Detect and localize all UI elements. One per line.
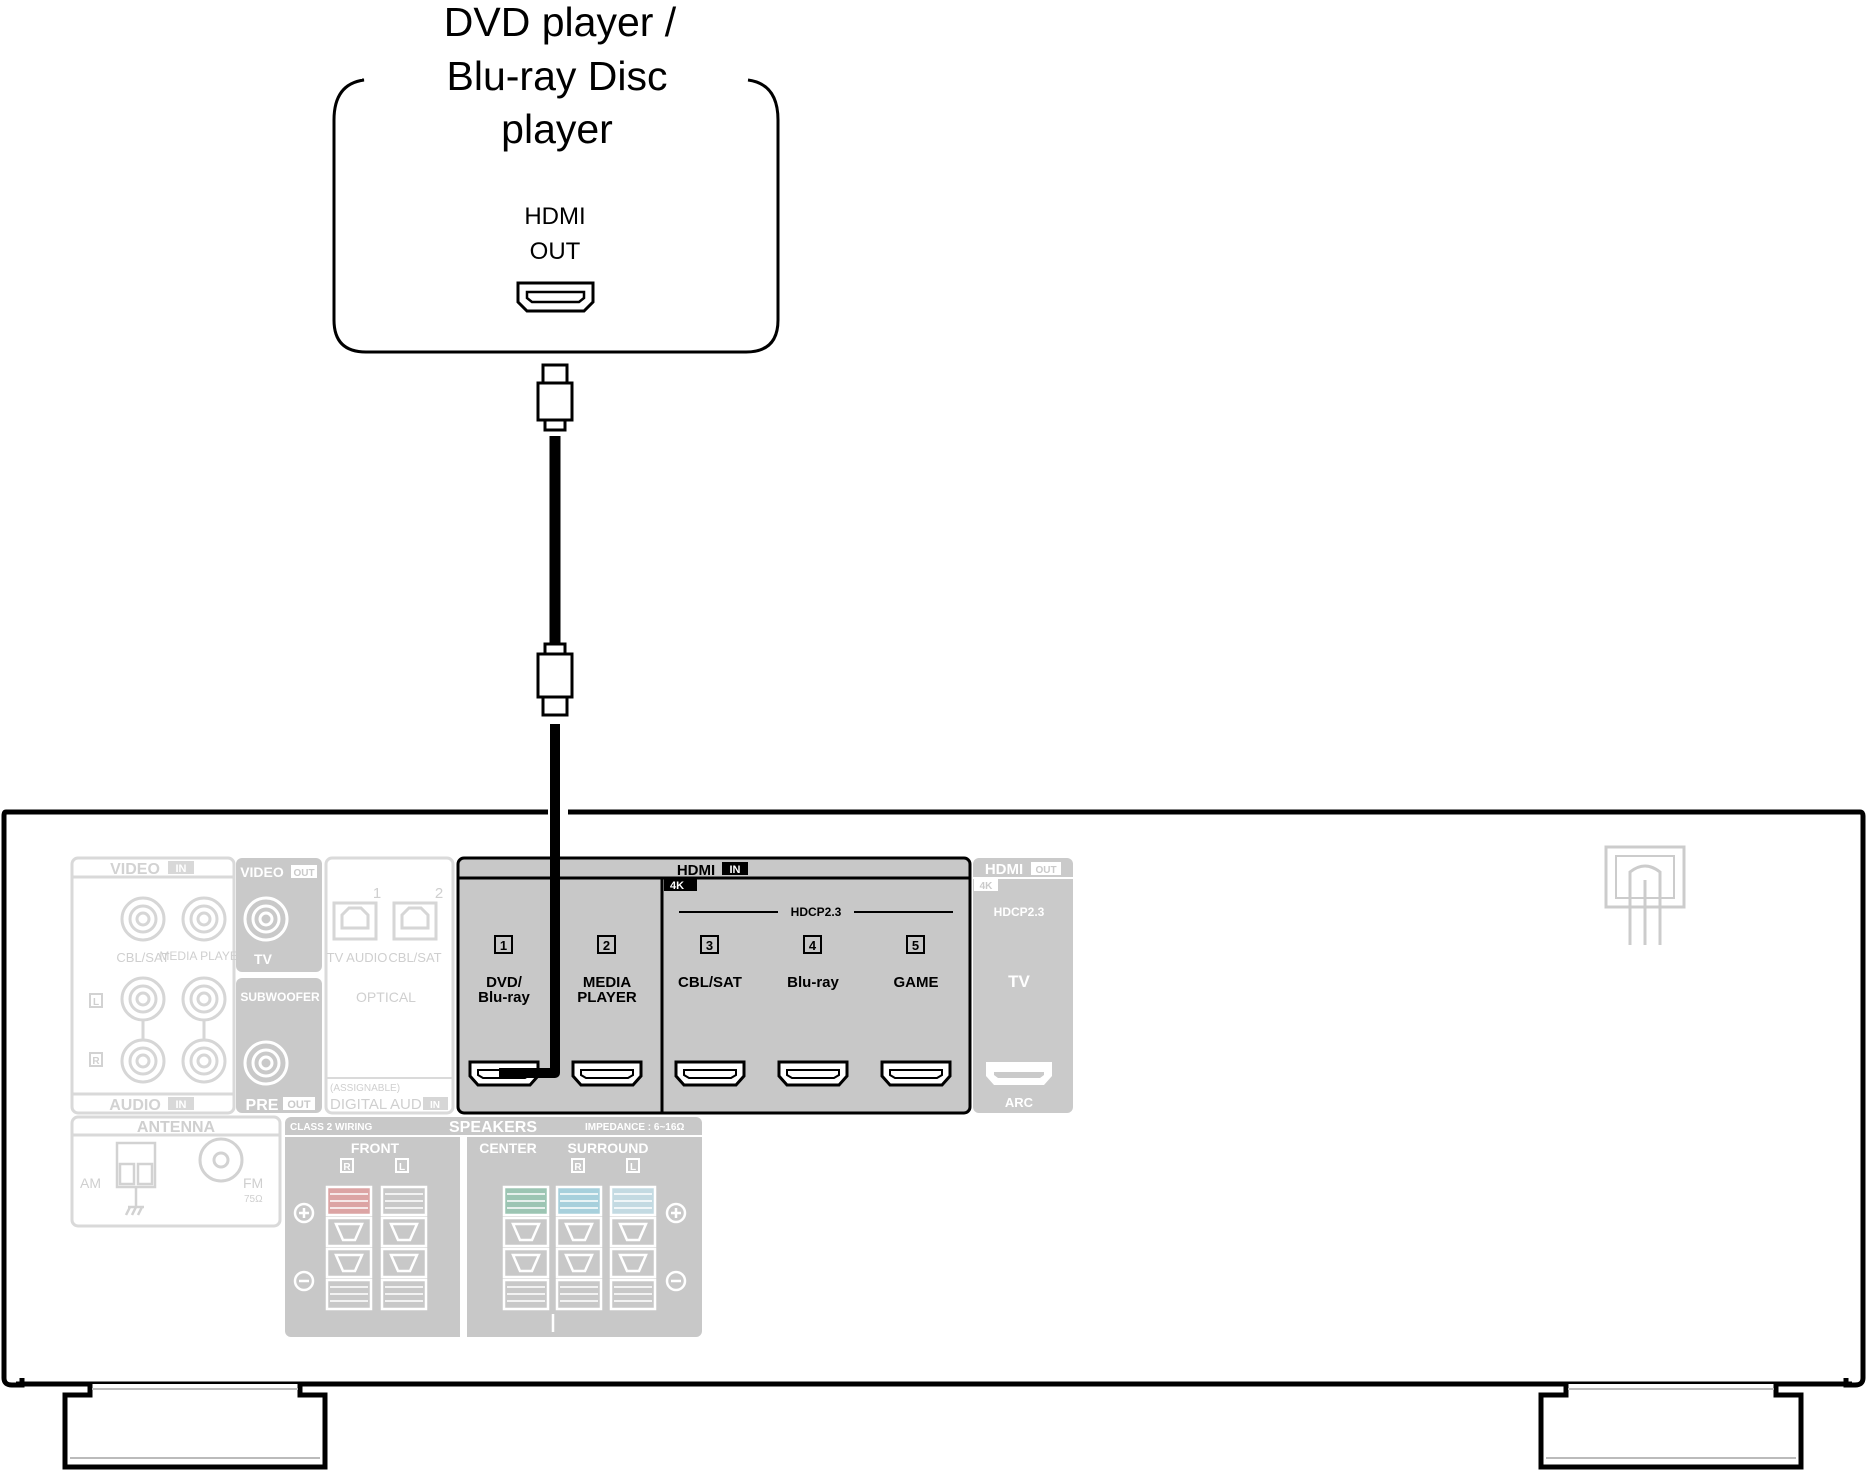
class2-wiring-label: CLASS 2 WIRING [290, 1122, 372, 1133]
hdmi-port-icon [674, 1060, 746, 1087]
pre-out-badge: OUT [287, 1099, 311, 1111]
hdmi-out-panel-badge: OUT [1035, 865, 1056, 876]
receiver-outline-left [1, 809, 548, 1388]
optical-label: OPTICAL [356, 989, 416, 1005]
hdmi-in-hdcp-label: HDCP2.3 [791, 905, 842, 919]
device-title-line2: Blu-ray Disc [447, 53, 668, 99]
fm-ohm-label: 75Ω [244, 1194, 263, 1205]
assignable-label: (ASSIGNABLE) [330, 1083, 400, 1094]
fm-label: FM [243, 1175, 263, 1191]
speakers-panel: CLASS 2 WIRING SPEAKERS IMPEDANCE : 6~16… [285, 1117, 702, 1337]
port-number: 4 [809, 938, 817, 953]
device-title-line3: player [501, 106, 613, 152]
hdmi-in-port-2[interactable]: 2 MEDIA PLAYER [571, 935, 643, 1087]
hdmi-out-label: HDMI [524, 203, 585, 230]
hdmi-in-port-3[interactable]: 3 CBL/SAT [674, 935, 746, 1087]
fm-connector-icon [198, 1137, 244, 1183]
port-label-line2: PLAYER [577, 989, 637, 1006]
receiver-outline-right [568, 809, 1866, 1388]
surround-l-label: L [630, 1162, 636, 1173]
port-label-line1: GAME [894, 974, 939, 991]
am-terminal-icon [115, 1141, 157, 1216]
rca-jack-icon [120, 896, 227, 1084]
right-channel-label: R [92, 1056, 100, 1067]
antenna-label: ANTENNA [137, 1119, 216, 1136]
device-outline [332, 78, 780, 354]
port-number: 2 [603, 938, 610, 953]
arc-label: ARC [1005, 1095, 1034, 1110]
hdmi-out-tv-label: TV [1008, 972, 1030, 991]
hdmi-port-icon [777, 1060, 849, 1087]
video-out-tv-label: TV [254, 951, 273, 967]
antenna-panel: ANTENNA AM FM 75Ω [70, 1115, 282, 1228]
foot-right [1538, 1384, 1804, 1470]
hdmi-port-icon [571, 1060, 643, 1087]
port-label-line1: CBL/SAT [678, 974, 742, 991]
video-out-label: VIDEO [240, 864, 284, 880]
front-l-label: L [399, 1162, 405, 1173]
port-label-line2: Blu-ray [478, 989, 530, 1006]
front-r-label: R [343, 1162, 351, 1173]
audio-in-label: AUDIO [109, 1097, 161, 1114]
hdmi-in-port-4[interactable]: 4 Blu-ray [777, 935, 849, 1087]
port-number: 5 [912, 938, 919, 953]
optical-num-2: 2 [435, 885, 443, 902]
video-in-badge: IN [176, 863, 187, 875]
surround-r-label: R [574, 1162, 582, 1173]
rca-jack-icon [243, 896, 289, 1086]
digital-audio-label: DIGITAL AUDIO [330, 1096, 438, 1113]
speaker-terminals [325, 1185, 657, 1332]
optical-jack-icon [332, 901, 438, 941]
cable-bottom-plug-icon [536, 642, 574, 717]
video-in-label: VIDEO [110, 861, 160, 878]
digital-audio-badge: IN [430, 1100, 440, 1111]
hdmi-out-panel: HDMI OUT 4K HDCP2.3 TV ARC [973, 858, 1073, 1113]
impedance-label: IMPEDANCE : 6~16Ω [585, 1122, 684, 1133]
center-label: CENTER [479, 1140, 537, 1156]
hdmi-out-sublabel: OUT [530, 238, 581, 265]
optical-cbl-sat-label: CBL/SAT [388, 950, 441, 965]
cable-top-plug-icon [536, 363, 574, 432]
surround-label: SURROUND [568, 1140, 649, 1156]
hdmi-in-4k-tag: 4K [670, 880, 684, 892]
hdmi-port-icon [880, 1060, 952, 1087]
hdmi-out-4k-tag: 4K [980, 881, 994, 892]
hdmi-out-hdcp-label: HDCP2.3 [994, 905, 1045, 919]
power-inlet-icon [1604, 845, 1686, 945]
rl-badges [340, 1158, 640, 1173]
port-label-line1: MEDIA [583, 974, 632, 991]
device-title-line1: DVD player / [444, 0, 677, 45]
hdmi-port-icon [986, 1062, 1052, 1085]
hdmi-in-port-5[interactable]: 5 GAME [880, 935, 952, 1087]
subwoofer-label: SUBWOOFER [240, 990, 320, 1004]
speakers-label: SPEAKERS [449, 1119, 537, 1136]
foot-left [62, 1384, 328, 1470]
hdmi-in-label: HDMI [677, 862, 715, 879]
left-channel-label: L [93, 997, 99, 1008]
am-label: AM [80, 1175, 101, 1191]
jack-label-media-player: MEDIA PLAYER [159, 949, 246, 963]
front-label: FRONT [351, 1140, 400, 1156]
port-number: 3 [706, 938, 713, 953]
hdmi-out-port-icon[interactable] [516, 281, 595, 313]
port-label-line1: DVD/ [486, 974, 523, 991]
dvd-player-device: DVD player / Blu-ray Disc player HDMI OU… [332, 0, 780, 354]
jack-label-cbl-sat: CBL/SAT [116, 950, 169, 965]
pre-out-label: PRE [246, 1097, 279, 1114]
audio-in-badge: IN [176, 1099, 187, 1111]
video-audio-in-panel: VIDEO IN AUDIO IN CBL/SAT MEDIA PLAYER L… [70, 856, 247, 1115]
optical-num-1: 1 [373, 885, 381, 902]
polarity-marks [293, 1202, 687, 1292]
cable-connector-in-port [499, 724, 560, 1078]
video-out-badge: OUT [293, 868, 314, 879]
av-receiver [1, 809, 1866, 1470]
video-pre-out-panel: VIDEO OUT TV SUBWOOFER PRE OUT [236, 858, 322, 1114]
port-label-line1: Blu-ray [787, 974, 839, 991]
optical-panel: 1 2 TV AUDIO CBL/SAT OPTICAL (ASSIGNABLE… [324, 856, 455, 1115]
hdmi-out-panel-label: HDMI [985, 861, 1023, 878]
hdmi-in-badge: IN [730, 864, 741, 876]
port-number: 1 [500, 938, 507, 953]
optical-tv-audio-label: TV AUDIO [327, 950, 388, 965]
